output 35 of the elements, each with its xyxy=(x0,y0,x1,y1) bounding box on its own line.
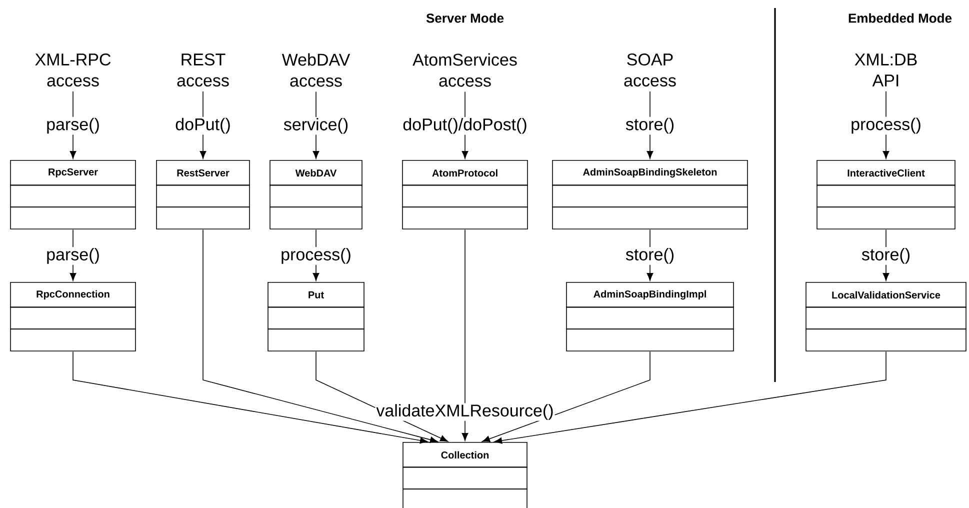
edge-label: parse() xyxy=(45,116,101,135)
access-label: XML:DB API xyxy=(854,54,917,86)
edge-label: process() xyxy=(850,116,922,135)
access-label: SOAP access xyxy=(624,53,676,87)
section-title: Server Mode xyxy=(426,13,504,23)
arrow xyxy=(72,351,428,444)
edge-label: doPut() xyxy=(174,116,232,135)
access-label: XML-RPC access xyxy=(35,53,111,87)
arrow xyxy=(202,229,438,443)
edge-label: parse() xyxy=(45,246,101,265)
edge-label: store() xyxy=(860,246,912,265)
class-box: RpcServer xyxy=(10,160,136,230)
access-label: AtomServices access xyxy=(412,53,517,87)
arrow xyxy=(462,229,468,441)
class-box: AtomProtocol xyxy=(402,160,528,230)
edge-label: doPut()/doPost() xyxy=(402,116,528,135)
arrow xyxy=(482,351,650,442)
class-box: Put xyxy=(268,282,364,352)
class-box: InteractiveClient xyxy=(816,160,956,230)
class-box: AdminSoapBindingImpl xyxy=(566,282,734,352)
class-box: RpcConnection xyxy=(10,282,136,352)
edge-label: store() xyxy=(624,116,676,135)
class-box: WebDAV xyxy=(270,160,362,230)
class-box: Collection xyxy=(402,442,528,508)
access-label: WebDAV access xyxy=(282,53,350,87)
class-box: LocalValidationService xyxy=(806,282,966,352)
class-box: RestServer xyxy=(156,160,250,230)
edge-label: store() xyxy=(624,246,676,265)
access-label: REST access xyxy=(177,53,229,87)
section-title: Embedded Mode xyxy=(848,13,952,23)
arrow xyxy=(494,351,886,444)
class-box: AdminSoapBindingSkeleton xyxy=(552,160,748,230)
edge-label: service() xyxy=(282,116,350,135)
edge-label: validateXMLResource() xyxy=(375,403,555,421)
edge-label: process() xyxy=(280,246,352,265)
